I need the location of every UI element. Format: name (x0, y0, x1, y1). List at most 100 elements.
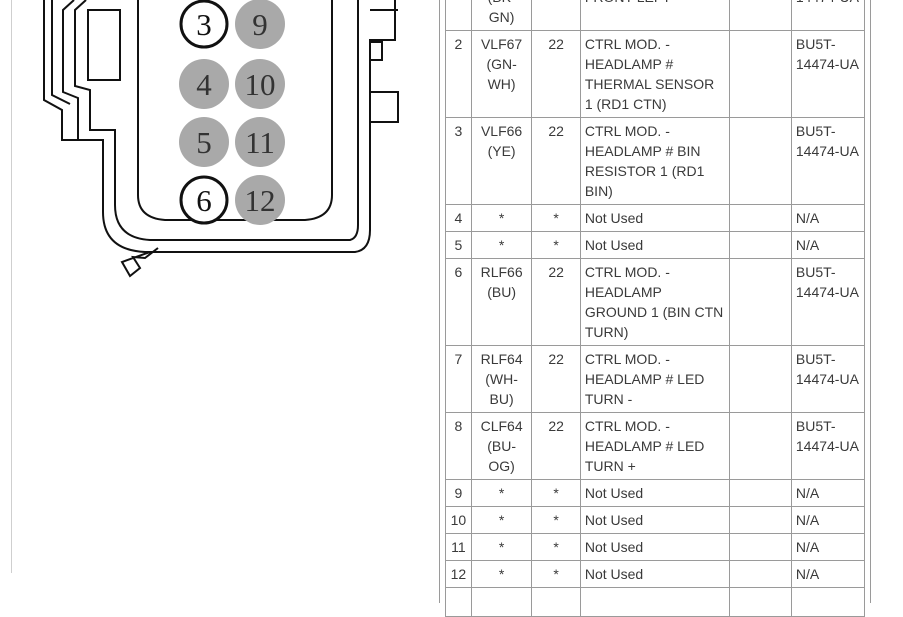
pin-table-container: (BK-GN) FRONT LEFT 14474-UA 2 VLF67 (GN-… (439, 0, 871, 617)
table-row: 7 RLF64 (WH-BU) 22 CTRL MOD. - HEADLAMP … (445, 345, 866, 413)
gauge-cell: * (531, 560, 581, 588)
pin-12: 12 (235, 175, 285, 225)
part-number-cell: N/A (790, 560, 866, 588)
function-cell: Not Used (579, 204, 731, 232)
pin-3: 3 (179, 0, 229, 49)
option-cell (729, 587, 792, 617)
pin-number-cell: 11 (445, 533, 472, 561)
gauge-cell (531, 587, 581, 617)
gauge-cell: * (531, 533, 581, 561)
pin-number-cell: 9 (445, 479, 472, 507)
option-cell (729, 117, 792, 205)
table-row: 9 * * Not Used N/A (445, 479, 866, 507)
option-cell (729, 412, 792, 480)
gauge-cell: * (531, 231, 581, 259)
connector-face-diagram: 3 9 4 10 5 11 6 12 (43, 0, 399, 278)
svg-text:4: 4 (196, 67, 212, 102)
function-cell: CTRL MOD. - HEADLAMP # BIN RESISTOR 1 (R… (579, 117, 731, 205)
function-cell (579, 587, 731, 617)
option-cell (729, 345, 792, 413)
function-cell: CTRL MOD. - HEADLAMP GROUND 1 (BIN CTN T… (579, 258, 731, 346)
circuit-cell: RLF66 (BU) (470, 258, 533, 346)
pin-number-cell: 8 (445, 412, 472, 480)
circuit-cell: VLF67 (GN-WH) (470, 30, 533, 118)
circuit-cell: CLF64 (BU-OG) (470, 412, 533, 480)
function-cell: CTRL MOD. - HEADLAMP # THERMAL SENSOR 1 … (579, 30, 731, 118)
function-cell: CTRL MOD. - HEADLAMP # LED TURN - (579, 345, 731, 413)
part-number-cell: BU5T-14474-UA (790, 258, 866, 346)
table-row: 6 RLF66 (BU) 22 CTRL MOD. - HEADLAMP GRO… (445, 258, 866, 346)
svg-text:6: 6 (196, 183, 212, 218)
svg-text:10: 10 (245, 67, 276, 102)
table-row: 12 * * Not Used N/A (445, 560, 866, 588)
part-number-cell: N/A (790, 204, 866, 232)
table-row: 8 CLF64 (BU-OG) 22 CTRL MOD. - HEADLAMP … (445, 412, 866, 480)
pin-11: 11 (235, 117, 285, 167)
pin-number-cell (445, 587, 472, 617)
pin-number-cell: 2 (445, 30, 472, 118)
gauge-cell: * (531, 204, 581, 232)
page-left-border (11, 0, 12, 573)
connector-cavity-outline (137, 0, 333, 221)
pin-number-cell: 7 (445, 345, 472, 413)
table-row: 3 VLF66 (YE) 22 CTRL MOD. - HEADLAMP # B… (445, 117, 866, 205)
function-cell: Not Used (579, 231, 731, 259)
gauge-cell (531, 0, 581, 31)
gauge-cell: 22 (531, 345, 581, 413)
function-cell: FRONT LEFT (579, 0, 731, 31)
gauge-cell: 22 (531, 258, 581, 346)
gauge-cell: * (531, 479, 581, 507)
pin-10: 10 (235, 59, 285, 109)
function-cell: Not Used (579, 479, 731, 507)
gauge-cell: 22 (531, 30, 581, 118)
table-row: 11 * * Not Used N/A (445, 533, 866, 561)
part-number-cell: N/A (790, 506, 866, 534)
table-row: 2 VLF67 (GN-WH) 22 CTRL MOD. - HEADLAMP … (445, 30, 866, 118)
pin-9: 9 (235, 0, 285, 49)
option-cell (729, 560, 792, 588)
pin-number-cell: 4 (445, 204, 472, 232)
part-number-cell: BU5T-14474-UA (790, 117, 866, 205)
pin-number-cell: 3 (445, 117, 472, 205)
connector-housing-outline (62, 0, 396, 253)
part-number-cell: BU5T-14474-UA (790, 412, 866, 480)
option-cell (729, 0, 792, 31)
circuit-cell: (BK-GN) (470, 0, 533, 31)
option-cell (729, 204, 792, 232)
gauge-cell: 22 (531, 117, 581, 205)
option-cell (729, 479, 792, 507)
table-row (445, 587, 866, 617)
pin-number-cell: 5 (445, 231, 472, 259)
svg-text:5: 5 (196, 125, 212, 160)
circuit-cell: * (470, 560, 533, 588)
option-cell (729, 533, 792, 561)
function-cell: Not Used (579, 533, 731, 561)
circuit-cell: * (470, 533, 533, 561)
part-number-cell: BU5T-14474-UA (790, 30, 866, 118)
pin-number-cell: 10 (445, 506, 472, 534)
circuit-cell: * (470, 231, 533, 259)
part-number-cell: 14474-UA (790, 0, 866, 31)
option-cell (729, 30, 792, 118)
part-number-cell: N/A (790, 231, 866, 259)
pin-number-cell: 6 (445, 258, 472, 346)
circuit-cell: RLF64 (WH-BU) (470, 345, 533, 413)
connector-key (120, 247, 159, 278)
pin-5: 5 (179, 117, 229, 167)
gauge-cell: * (531, 506, 581, 534)
connector-right-tabs (370, 9, 399, 123)
pin-4: 4 (179, 59, 229, 109)
option-cell (729, 231, 792, 259)
connector-latch (43, 0, 78, 141)
gauge-cell: 22 (531, 412, 581, 480)
table-row: 10 * * Not Used N/A (445, 506, 866, 534)
pin-number-cell: 12 (445, 560, 472, 588)
pin-table: (BK-GN) FRONT LEFT 14474-UA 2 VLF67 (GN-… (445, 0, 866, 617)
pin-6: 6 (179, 175, 229, 225)
pin-number-cell (445, 0, 472, 31)
circuit-cell (470, 587, 533, 617)
option-cell (729, 258, 792, 346)
function-cell: Not Used (579, 560, 731, 588)
svg-text:3: 3 (196, 7, 212, 42)
part-number-cell: N/A (790, 479, 866, 507)
